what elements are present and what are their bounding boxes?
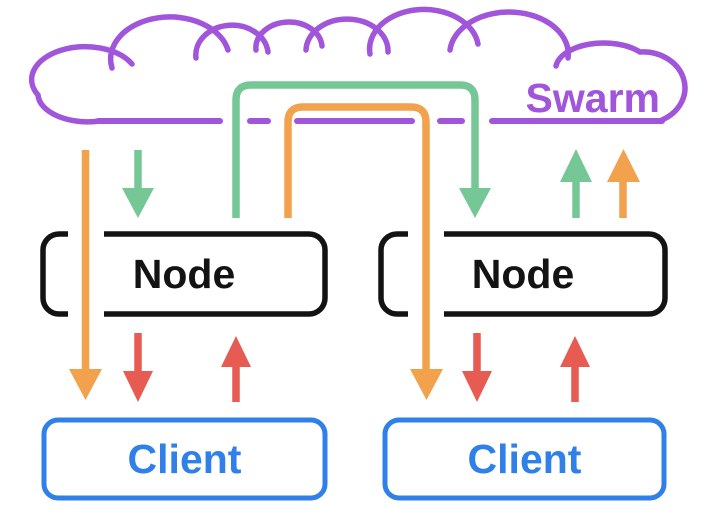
cloud-bump-4 bbox=[253, 19, 325, 53]
swarm-label: Swarm bbox=[525, 74, 660, 121]
cloud-bump-2 bbox=[107, 14, 231, 71]
client-right-box bbox=[382, 417, 667, 501]
swarm-cloud-icon bbox=[28, 6, 688, 125]
node-right-label: Node bbox=[471, 250, 575, 297]
edge-node-right-to-swarm-green-arrow bbox=[560, 149, 592, 218]
edge-client-right-to-node-right-arrow bbox=[560, 336, 590, 402]
edge-node-left-to-node-right-arrow bbox=[232, 81, 491, 218]
node-left-box bbox=[40, 231, 328, 317]
cloud-right-bubble bbox=[553, 40, 688, 123]
edge-client-left-to-node-left-arrow bbox=[221, 336, 251, 402]
edge-swarm-to-node-left-arrow bbox=[122, 150, 154, 218]
client-left-label: Client bbox=[127, 435, 242, 482]
node-left-label: Node bbox=[132, 250, 236, 297]
edge-swarm-to-client-left-arrow bbox=[69, 150, 102, 400]
client-right-label: Client bbox=[467, 435, 582, 482]
edge-node-right-to-client-right-arrow bbox=[462, 333, 492, 402]
cloud-left-bubble bbox=[28, 43, 135, 125]
cloud-bump-6 bbox=[366, 6, 481, 57]
edge-node-left-to-client-right-arrow bbox=[284, 103, 443, 400]
client-left-box bbox=[41, 417, 328, 501]
cloud-bump-3 bbox=[193, 22, 271, 61]
cloud-bump-7 bbox=[447, 9, 572, 61]
edge-node-right-to-swarm-orange-arrow bbox=[607, 149, 640, 218]
node-right-box bbox=[378, 231, 668, 317]
cloud-bump-5 bbox=[303, 16, 391, 55]
edge-node-left-to-client-left-arrow bbox=[123, 333, 153, 402]
